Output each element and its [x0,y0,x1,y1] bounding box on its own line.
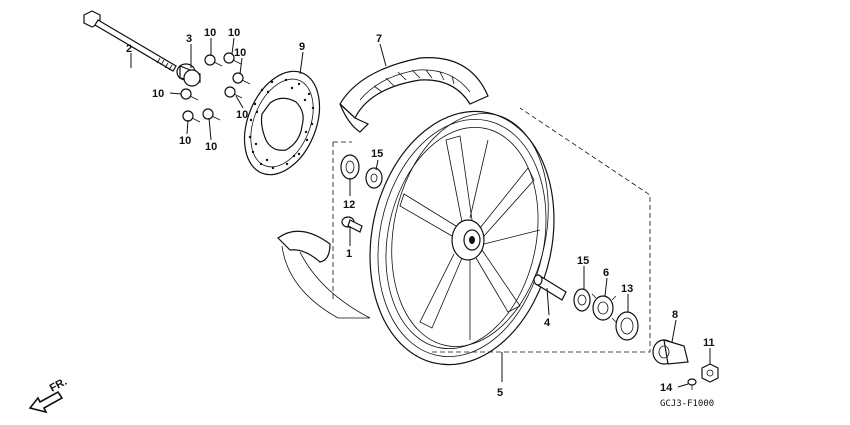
callout-10: 10 [179,135,191,147]
callout-10: 10 [205,141,217,153]
fender-piece [277,230,371,319]
tire-valve [341,216,363,233]
callout-14: 14 [660,382,673,394]
direction-label: FR. [48,376,69,395]
brake-disc [243,70,321,176]
callout-1: 1 [346,248,352,260]
callout-9: 9 [299,41,305,53]
callout-5: 5 [497,387,503,399]
assembly-outline [332,107,651,353]
disc-bolt [224,86,243,99]
callout-11: 11 [703,337,715,349]
callout-12: 12 [343,199,355,211]
callout-13: 13 [621,283,633,295]
callout-10: 10 [234,47,246,59]
disc-bolt [202,108,221,121]
speedometer-gear-retainer [591,293,617,323]
bearing [573,288,591,312]
callout-10: 10 [228,27,240,39]
axle-nut [701,363,719,383]
callout-3: 3 [186,33,192,45]
bearing [340,154,360,180]
disc-bolt [232,72,251,85]
dust-seal [365,167,383,189]
axle-bolt [83,10,177,72]
callout-15: 15 [577,255,589,267]
speedometer-gearbox [652,339,689,365]
front-direction-arrow-icon [28,390,64,414]
callout-2: 2 [126,43,132,55]
callout-8: 8 [672,309,678,321]
callout-10: 10 [236,109,248,121]
oil-seal [615,311,639,341]
callout-10: 10 [204,27,216,39]
leader-lines [130,37,711,388]
diagram-code: GCJ3-F1000 [660,399,714,409]
disc-bolt [204,54,223,67]
wheel-rim [369,110,555,366]
callout-7: 7 [376,33,382,45]
collar [176,63,201,87]
disc-bolt [180,88,199,101]
callout-4: 4 [544,317,551,329]
tire [339,57,489,133]
callout-6: 6 [603,267,609,279]
disc-bolt [223,52,242,65]
callout-10: 10 [152,88,164,100]
callout-15: 15 [371,148,383,160]
screw [687,378,697,390]
disc-bolt [182,110,201,123]
distance-collar [533,274,567,301]
